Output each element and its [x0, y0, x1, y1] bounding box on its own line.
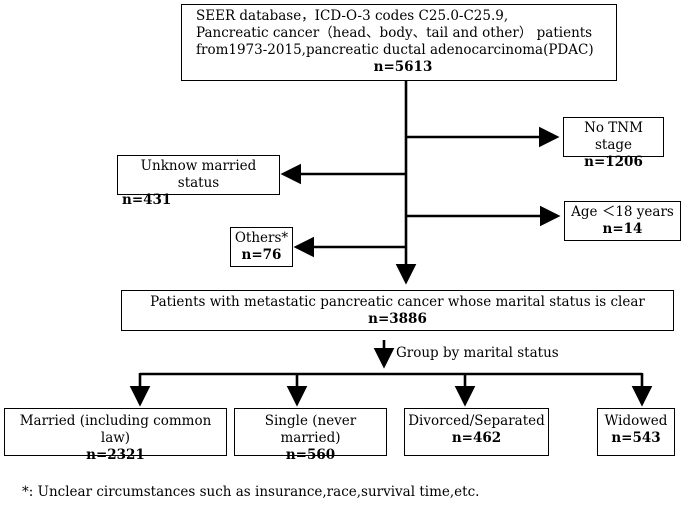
exclusion-age-label: Age ＜18 years: [571, 204, 674, 220]
footnote: *: Unclear circumstances such as insuran…: [22, 484, 480, 500]
exclusion-no-tnm-box: No TNM stage n=1206: [563, 117, 664, 170]
source-line-3: from1973-2015,pancreatic ductal adenocar…: [196, 42, 594, 58]
group-widowed-count: n=543: [611, 430, 661, 446]
exclusion-unknown-marital-label: Unknow married status: [140, 158, 257, 191]
group-widowed-label: Widowed: [604, 413, 668, 429]
exclusion-age-count: n=14: [602, 221, 643, 237]
group-divorced-count: n=462: [451, 430, 502, 446]
exclusion-age-box: Age ＜18 years n=14: [564, 201, 681, 241]
group-single-label: Single (never married): [264, 413, 357, 446]
group-divorced-box: Divorced/Separated n=462: [404, 408, 549, 456]
exclusion-unknown-marital-count: n=431: [122, 192, 172, 208]
source-box: SEER database，ICD-O-3 codes C25.0-C25.9,…: [181, 4, 617, 81]
source-line-1: SEER database，ICD-O-3 codes C25.0-C25.9,: [196, 8, 509, 24]
group-widowed-box: Widowed n=543: [597, 408, 675, 456]
group-single-box: Single (never married) n=560: [234, 408, 387, 463]
exclusion-others-box: Others* n=76: [230, 227, 293, 267]
exclusion-no-tnm-label: No TNM stage: [584, 120, 643, 153]
exclusion-no-tnm-count: n=1206: [584, 154, 643, 170]
exclusion-others-label: Others*: [234, 230, 289, 246]
source-line-2: Pancreatic cancer（head、body、tail and oth…: [196, 25, 593, 41]
cohort-label: Patients with metastatic pancreatic canc…: [150, 294, 645, 310]
group-married-count: n=2321: [86, 447, 145, 463]
group-single-count: n=560: [285, 447, 336, 463]
exclusion-unknown-marital-box: Unknow married status n=431: [117, 155, 280, 208]
group-divorced-label: Divorced/Separated: [408, 413, 545, 429]
source-count: n=5613: [373, 59, 433, 75]
cohort-box: Patients with metastatic pancreatic canc…: [121, 290, 674, 331]
group-by-label: Group by marital status: [396, 345, 559, 361]
group-married-box: Married (including common law) n=2321: [4, 408, 227, 463]
cohort-count: n=3886: [368, 311, 427, 327]
exclusion-others-count: n=76: [241, 247, 282, 263]
group-married-label: Married (including common law): [19, 413, 212, 446]
